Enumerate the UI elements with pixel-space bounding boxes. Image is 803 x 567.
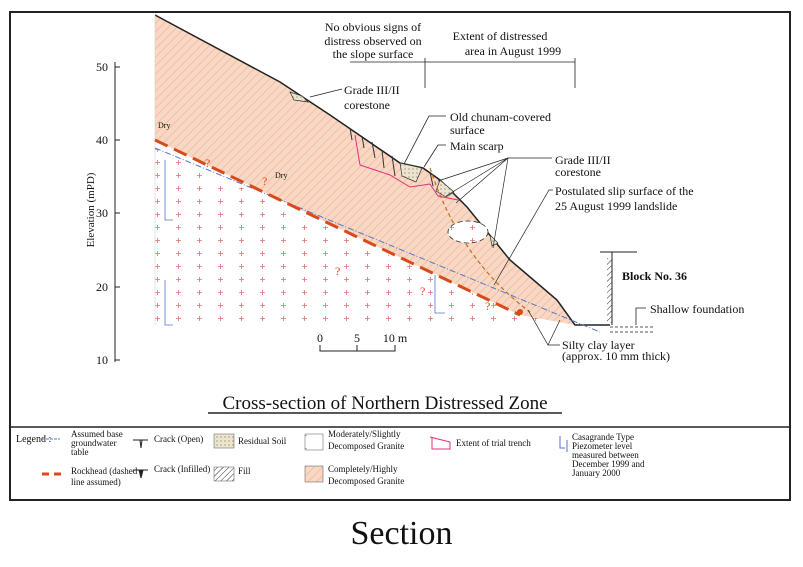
cdg-swatch bbox=[304, 465, 324, 483]
shallow-foundation bbox=[610, 326, 655, 333]
slip-line-1: Postulated slip surface of the bbox=[555, 184, 694, 198]
silty-clay-line-1: Silty clay layer bbox=[562, 338, 635, 352]
corestone-lower-line-2: corestone bbox=[555, 165, 601, 179]
corestone-lower-line-1: Grade III/II bbox=[555, 153, 611, 167]
legend-cdg-1: Completely/Highly bbox=[328, 464, 398, 474]
legend-groundwater-1: Assumed base bbox=[71, 429, 123, 439]
piezometer-icon bbox=[559, 436, 568, 452]
diagram-title: Cross-section of Northern Distressed Zon… bbox=[222, 393, 547, 414]
no-distress-line-1: No obvious signs of bbox=[325, 20, 421, 34]
corestone-upper-line-2: corestone bbox=[344, 98, 390, 112]
block-wall-hatch bbox=[607, 258, 612, 323]
legend-piezo-1: Casagrande Type bbox=[572, 432, 634, 442]
main-scarp-label: Main scarp bbox=[450, 139, 504, 153]
moderately-decomposed-granite-zone bbox=[155, 148, 575, 325]
scale-10: 10 m bbox=[383, 331, 408, 345]
cracks bbox=[349, 127, 434, 187]
legend-residual-soil: Residual Soil bbox=[238, 436, 287, 446]
legend-piezo-3: measured between bbox=[572, 450, 639, 460]
rockhead-question-2: ? bbox=[262, 174, 267, 188]
silty-clay-line-2: (approx. 10 mm thick) bbox=[562, 349, 670, 363]
extent-line-1: Extent of distressed bbox=[453, 29, 548, 43]
y-tick-10: 10 bbox=[96, 353, 108, 367]
foundation-label: Shallow foundation bbox=[650, 302, 744, 316]
scale-bar: 0 5 10 m bbox=[317, 331, 408, 352]
corestones bbox=[289, 91, 499, 247]
legend-mdg-2: Decomposed Granite bbox=[328, 441, 404, 451]
legend-piezo-5: January 2000 bbox=[572, 468, 621, 478]
rockhead-question-1: ? bbox=[205, 156, 210, 170]
trial-trench-outline bbox=[354, 134, 459, 201]
trench-swatch bbox=[429, 436, 451, 450]
outer-frame bbox=[9, 11, 791, 501]
dry-label-2: Dry bbox=[275, 171, 287, 180]
slip-surface-line bbox=[429, 167, 531, 313]
rockhead-question-5: ? bbox=[485, 299, 490, 313]
block-label: Block No. 36 bbox=[622, 269, 687, 283]
legend-label: Legend : bbox=[16, 434, 51, 445]
legend-rockhead-2: line assumed) bbox=[71, 477, 121, 487]
rockhead-question-4: ? bbox=[420, 284, 425, 298]
chunam-line-2: surface bbox=[450, 123, 485, 137]
rockhead-point bbox=[517, 309, 523, 315]
legend-fill: Fill bbox=[238, 466, 251, 476]
ground-surface bbox=[154, 14, 610, 326]
rockhead-question-3: ? bbox=[335, 264, 340, 278]
scale-5: 5 bbox=[354, 331, 360, 345]
legend-groundwater-3: table bbox=[71, 447, 89, 457]
y-axis-label: Elevation (mPD) bbox=[85, 172, 97, 247]
extent-line-2: area in August 1999 bbox=[465, 44, 561, 58]
top-annotations: No obvious signs of distress observed on… bbox=[309, 20, 694, 363]
legend: Legend : Assumed base groundwater table … bbox=[16, 429, 645, 487]
piezometers bbox=[164, 160, 445, 326]
foundation-leader bbox=[635, 307, 646, 325]
legend-mdg-1: Moderately/Slightly bbox=[328, 429, 401, 439]
corestone-ellipse bbox=[447, 220, 489, 244]
legend-rockhead-1: Rockhead (dashed bbox=[71, 466, 138, 476]
y-tick-30: 30 bbox=[96, 206, 108, 220]
crack-open-icon bbox=[133, 439, 148, 449]
dry-label-1: Dry bbox=[158, 121, 170, 130]
legend-crack-open: Crack (Open) bbox=[154, 434, 203, 444]
fill-swatch bbox=[213, 466, 235, 482]
completely-decomposed-granite-zone bbox=[155, 15, 575, 325]
mdg-swatch bbox=[304, 433, 324, 451]
rockhead-line bbox=[154, 138, 521, 317]
figure-caption: Section bbox=[350, 515, 453, 552]
corestone-upper-line-1: Grade III/II bbox=[344, 83, 400, 97]
legend-trench: Extent of trial trench bbox=[456, 438, 531, 448]
y-axis: 50 40 30 20 10 Elevation (mPD) bbox=[85, 60, 120, 367]
block-wall bbox=[600, 251, 637, 325]
legend-groundwater-2: groundwater bbox=[71, 438, 116, 448]
y-tick-40: 40 bbox=[96, 133, 108, 147]
legend-piezo-4: December 1999 and bbox=[572, 459, 645, 469]
no-distress-line-3: the slope surface bbox=[333, 47, 414, 61]
legend-crack-infilled: Crack (Infilled) bbox=[154, 464, 210, 474]
no-distress-line-2: distress observed on bbox=[324, 34, 421, 48]
groundwater-table-line bbox=[154, 147, 601, 333]
legend-piezo-2: Piezometer level bbox=[572, 441, 633, 451]
slip-line-2: 25 August 1999 landslide bbox=[555, 199, 677, 213]
y-tick-20: 20 bbox=[96, 280, 108, 294]
y-tick-50: 50 bbox=[96, 60, 108, 74]
scale-0: 0 bbox=[317, 331, 323, 345]
legend-cdg-2: Decomposed Granite bbox=[328, 476, 404, 486]
chunam-line-1: Old chunam-covered bbox=[450, 110, 551, 124]
residual-soil-swatch bbox=[213, 433, 235, 449]
crack-infilled-icon bbox=[133, 469, 148, 479]
